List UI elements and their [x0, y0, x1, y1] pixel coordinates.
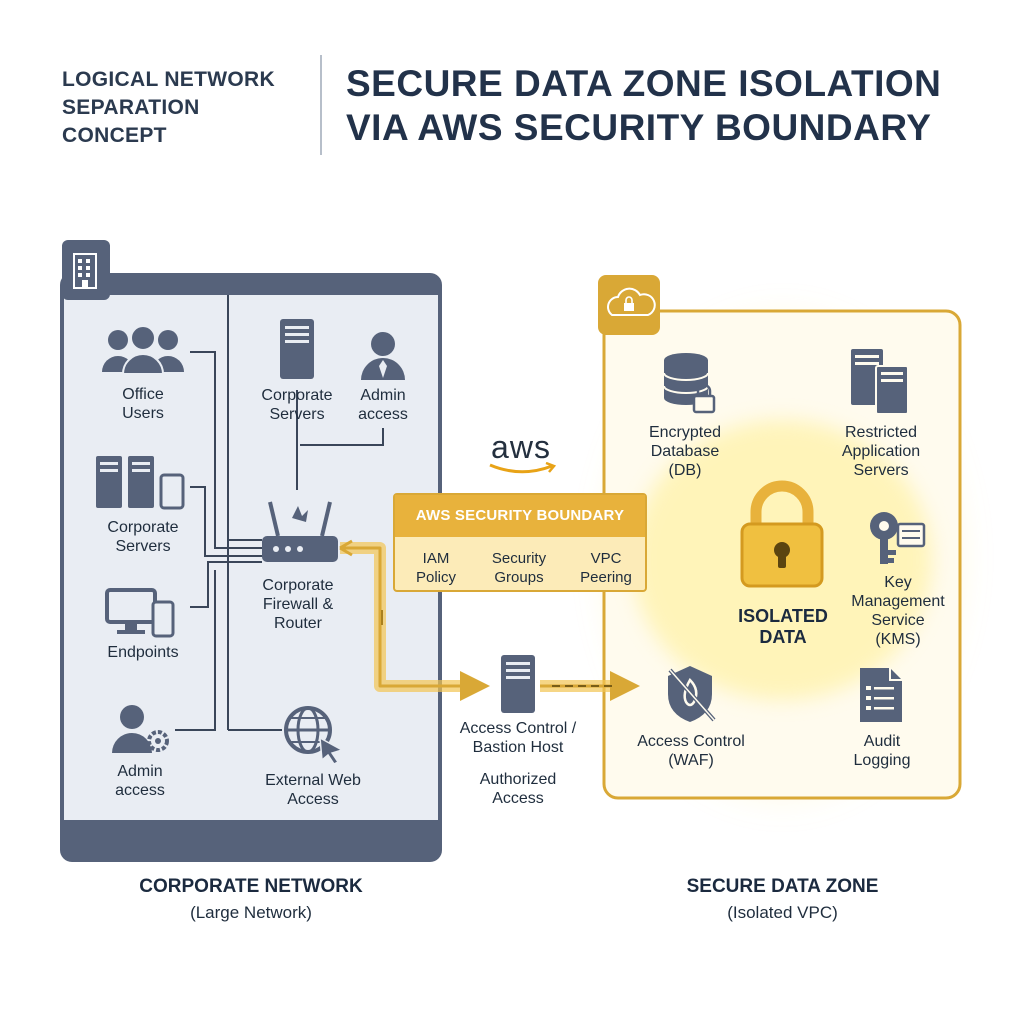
bastion-server-icon: [501, 655, 535, 713]
encrypted-database-icon: [663, 353, 716, 414]
bastion-host-label: Access Control /Bastion Host: [459, 720, 577, 756]
header-main-line: VIA AWS SECURITY BOUNDARY: [346, 107, 932, 148]
padlock-icon: [740, 480, 824, 588]
globe-cursor-icon: [284, 706, 344, 764]
restricted-servers-icon: [851, 349, 909, 415]
secure-zone-title: SECURE DATA ZONE: [686, 876, 879, 897]
server-icon: [280, 319, 314, 379]
secure-zone-subtitle: (Isolated VPC): [727, 903, 838, 922]
aws-logo: aws: [478, 429, 564, 481]
header-left-line: LOGICAL NETWORK: [62, 68, 275, 91]
header-left-title: LOGICAL NETWORK SEPARATION CONCEPT: [62, 66, 312, 150]
server-rack-icon: [96, 456, 185, 510]
key-icon: [870, 512, 926, 564]
endpoints-label: Endpoints: [107, 644, 179, 661]
aws-logo-text: aws: [491, 429, 551, 465]
users-group-icon: [102, 326, 184, 374]
cloud-lock-icon: [607, 287, 656, 316]
header-left-line: SEPARATION: [62, 96, 200, 119]
audit-document-icon: [860, 668, 902, 722]
waf-shield-icon: [668, 666, 716, 722]
aws-boundary-title: AWS SECURITY BOUNDARY: [395, 495, 645, 537]
building-icon: [73, 253, 97, 289]
header-main-title: SECURE DATA ZONE ISOLATION VIA AWS SECUR…: [346, 62, 986, 150]
header-main-line: SECURE DATA ZONE ISOLATION: [346, 63, 942, 104]
corporate-connectors: [175, 295, 384, 731]
header-left-line: CONCEPT: [62, 124, 167, 147]
header-divider: [320, 55, 322, 155]
corporate-network-title: CORPORATE NETWORK: [139, 876, 363, 897]
admin-user-icon: [361, 332, 405, 380]
corporate-network-subtitle: (Large Network): [190, 903, 312, 922]
waf-label: Access Control(WAF): [637, 733, 745, 769]
router-icon: [262, 501, 338, 562]
admin-gear-icon: [112, 705, 169, 753]
aws-smile-icon: [489, 461, 557, 474]
authorized-flow-path: [339, 539, 640, 701]
devices-icon: [105, 588, 175, 638]
